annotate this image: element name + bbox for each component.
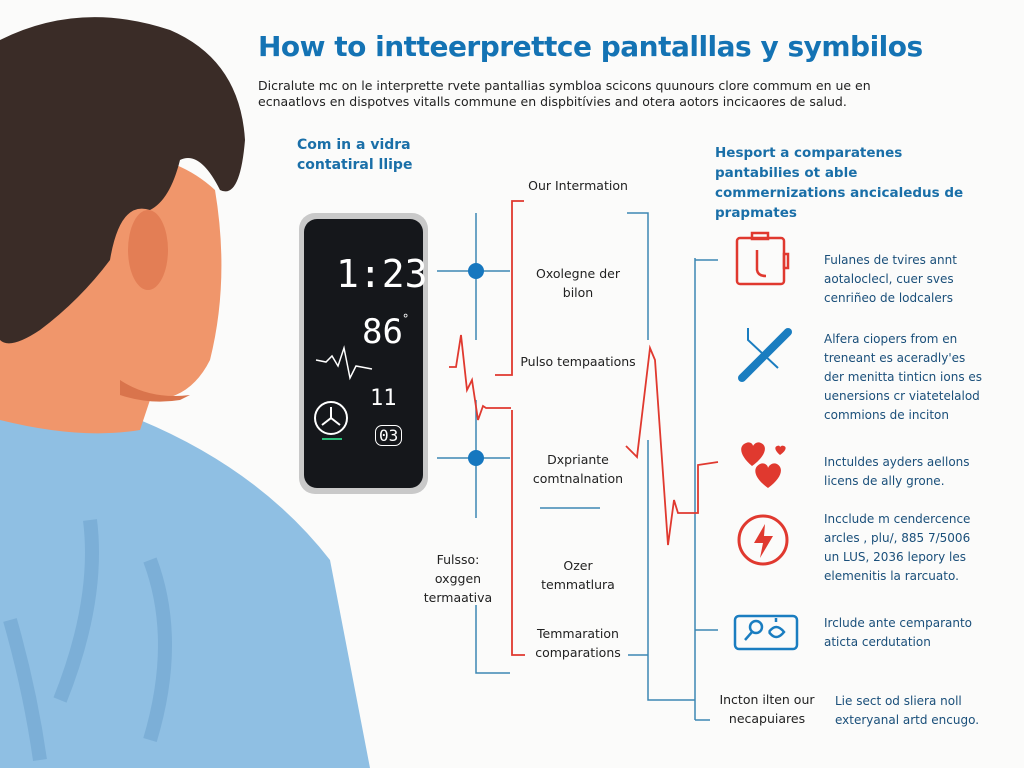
phone-small-value: 11 <box>370 386 397 411</box>
page-title: How to intteerprettce pantalllas y symbi… <box>258 30 923 63</box>
item-desc-lightning: Incclude m cendercence arcles , plu/, 88… <box>824 512 971 583</box>
label-pulso: Pulso tempaations <box>520 354 636 369</box>
intro-text: Dicralute mc on le interprette rvete pan… <box>258 78 871 109</box>
hearts-icon <box>741 442 786 488</box>
lightning-icon <box>737 514 789 566</box>
node-dot <box>468 450 484 466</box>
label-fulsso: Fulsso: oxggen termaativa <box>423 552 493 605</box>
clock-icon <box>314 401 348 435</box>
label-ozer: Ozer temmatlura <box>541 558 615 592</box>
item-desc-timer: Fulanes de tvires annt aotaloclecl, cuer… <box>824 253 957 305</box>
person-illustration <box>0 17 370 768</box>
ecg-waveform-icon <box>315 345 373 381</box>
label-dxpriante: Dxpriante comtnalnation <box>532 452 624 486</box>
item-desc-thermometer: Alfera ciopers from en treneant es acera… <box>824 332 983 422</box>
node-dot <box>468 263 484 279</box>
right-heading: Hesport a comparatenes pantabilies ot ab… <box>715 145 964 221</box>
item-desc-sensor: Irclude ante cemparanto aticta cerdutati… <box>824 616 973 649</box>
thermometer-icon <box>738 328 792 382</box>
sensor-icon <box>733 614 799 651</box>
bottom-desc: Lie sect od sliera noll exteryanal artd … <box>835 694 980 727</box>
label-oxolegne: Oxolegne der bilon <box>536 266 620 300</box>
timer-icon <box>735 231 790 286</box>
phone-badge: 03 <box>375 425 403 446</box>
connector-lines-red <box>449 200 719 656</box>
label-incton: Incton ilten our necapuiares <box>719 692 815 726</box>
left-heading: Com in a vidra contatiral llipe <box>297 137 413 173</box>
label-temmaration: Temmaration comparations <box>535 626 621 660</box>
phone-temp-unit: ° <box>402 312 410 326</box>
phone-time: 1:23 <box>336 252 428 296</box>
item-desc-hearts: Inctuldes ayders aellons licens de ally … <box>824 455 970 488</box>
label-our-intermation: Our Intermation <box>528 178 628 193</box>
phone-temperature: 86 <box>362 312 403 352</box>
